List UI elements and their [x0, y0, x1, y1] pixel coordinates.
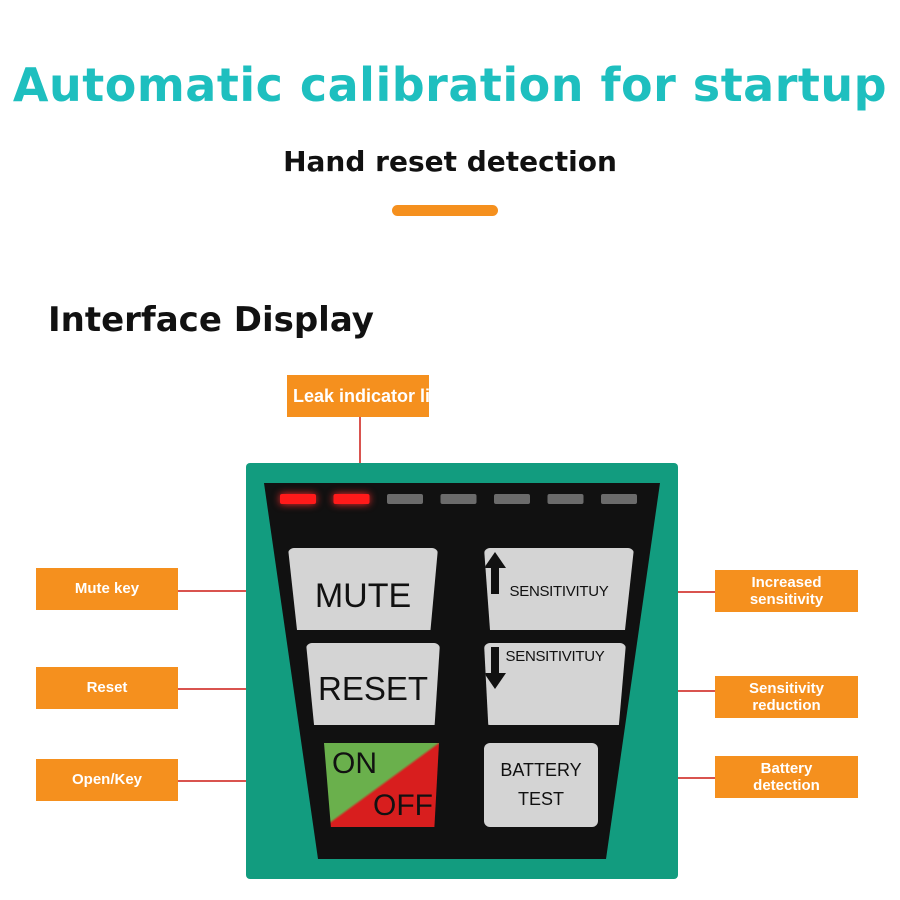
callout-battery: Battery detection	[715, 756, 858, 798]
callout-battery-line2: detection	[753, 777, 820, 794]
sensitivity-up-key[interactable]: SENSITIVITUY	[484, 548, 634, 630]
sensitivity-down-key[interactable]: SENSITIVITUY	[484, 643, 626, 725]
arrow-up-icon	[484, 552, 506, 594]
callout-increase: Increased sensitivity	[715, 570, 858, 612]
headline: Automatic calibration for startup	[12, 58, 888, 112]
callout-mute-label: Mute key	[74, 580, 140, 598]
callout-open: Open/Key	[36, 759, 178, 801]
reset-key[interactable]: RESET	[306, 643, 440, 725]
sensitivity-up-label: SENSITIVITUY	[509, 582, 609, 600]
battery-test-line1: BATTERY	[500, 760, 582, 781]
mute-key[interactable]: MUTE	[288, 548, 438, 630]
section-title: Interface Display	[48, 300, 374, 340]
accent-bar	[392, 205, 498, 216]
indicator-led-off	[494, 494, 530, 504]
arrow-down-icon	[484, 647, 506, 689]
sensitivity-down-label: SENSITIVITUY	[505, 648, 605, 665]
indicator-led-lit	[333, 494, 370, 504]
leader-line-leak	[359, 417, 361, 492]
subheadline: Hand reset detection	[283, 145, 617, 178]
mute-key-label: MUTE	[314, 576, 412, 615]
on-label: ON	[332, 747, 377, 780]
callout-decrease: Sensitivity reduction	[715, 676, 858, 718]
indicator-led-lit	[280, 494, 316, 504]
callout-decrease-line1: Sensitivity	[748, 679, 825, 697]
callout-battery-line1: Battery	[760, 759, 813, 777]
callout-leak-indicator: Leak indicator light	[287, 375, 458, 417]
callout-increase-line2: sensitivity	[749, 591, 824, 608]
indicator-led-row	[280, 494, 637, 504]
off-label: OFF	[373, 789, 433, 822]
battery-test-key[interactable]: BATTERY TEST	[484, 743, 598, 827]
callout-increase-line1: Increased	[751, 573, 822, 591]
callout-decrease-line2: reduction	[752, 697, 821, 714]
indicator-led-off	[547, 494, 584, 504]
indicator-led-off	[440, 494, 477, 504]
callout-mute: Mute key	[36, 568, 178, 610]
callout-open-label: Open/Key	[71, 771, 143, 789]
battery-test-line2: TEST	[517, 789, 564, 809]
reset-key-label: RESET	[317, 670, 429, 707]
callout-leak-indicator-label: Leak indicator light	[293, 385, 459, 406]
indicator-led-off	[601, 494, 637, 504]
callout-reset: Reset	[36, 667, 178, 709]
on-off-key[interactable]: ON OFF	[324, 743, 439, 827]
callout-reset-label: Reset	[86, 679, 128, 697]
device-panel: MUTE RESET ON OFF SENSITIVITUY SENSITIVI…	[246, 463, 678, 879]
indicator-led-off	[387, 494, 423, 504]
